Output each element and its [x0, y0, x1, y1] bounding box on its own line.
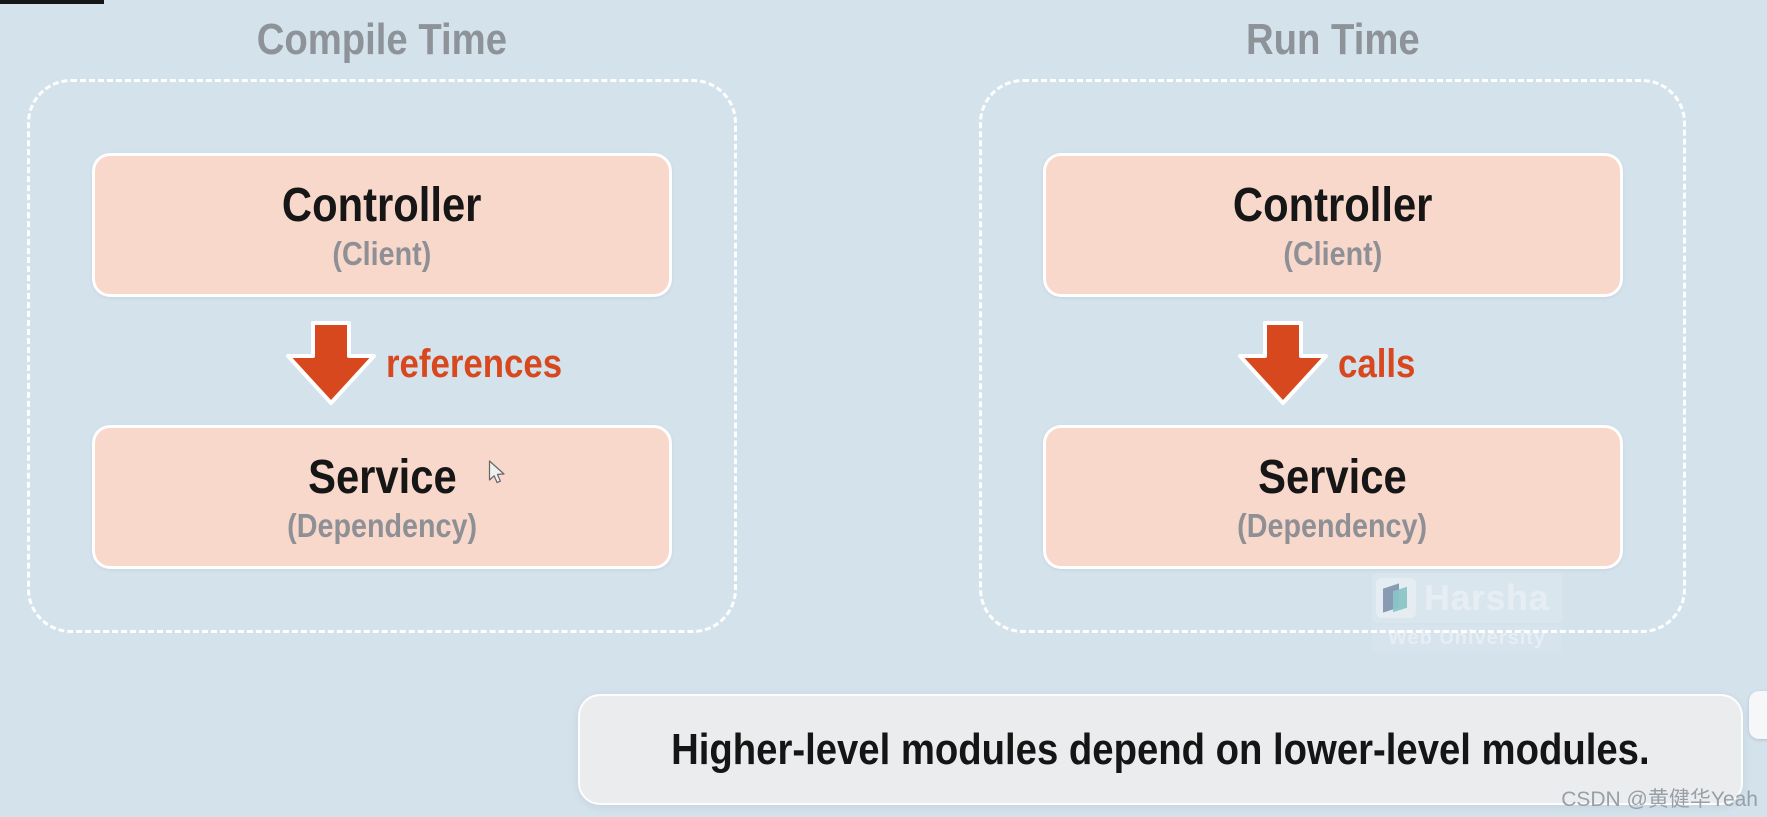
watermark-tagline: Web University	[1372, 625, 1562, 652]
node-title: Service	[1258, 450, 1407, 504]
controller-node: Controller (Client)	[1042, 153, 1623, 297]
caption-bar: Higher-level modules depend on lower-lev…	[578, 694, 1743, 805]
watermark: Harsha Web University	[1372, 573, 1562, 652]
run-time-panel: Run Time Controller (Client) calls Servi…	[979, 14, 1686, 633]
arrow-label: calls	[1338, 342, 1416, 386]
harsha-logo-icon	[1376, 578, 1416, 618]
credit-text: CSDN @黄健华Yeah	[1561, 788, 1758, 811]
down-arrow-icon	[1238, 321, 1328, 405]
node-title: Service	[307, 450, 457, 504]
node-title: Controller	[1232, 178, 1433, 232]
node-subtitle: (Dependency)	[287, 507, 477, 545]
node-subtitle: (Dependency)	[1237, 507, 1428, 545]
service-node: Service (Dependency)	[1042, 425, 1623, 569]
top-left-artifact-bar	[0, 0, 104, 4]
node-title: Controller	[282, 178, 482, 232]
scrollbar-thumb[interactable]	[1749, 691, 1767, 739]
service-node: Service (Dependency)	[92, 425, 672, 569]
compile-time-container: Controller (Client) references Service (…	[27, 79, 737, 633]
caption-text: Higher-level modules depend on lower-lev…	[671, 724, 1650, 774]
watermark-header: Harsha	[1372, 573, 1562, 623]
compile-time-title: Compile Time	[256, 15, 508, 64]
arrow-label: references	[386, 342, 563, 386]
compile-time-panel: Compile Time Controller (Client) referen…	[27, 14, 737, 633]
down-arrow-icon	[286, 321, 376, 405]
controller-node: Controller (Client)	[92, 153, 672, 297]
node-subtitle: (Client)	[332, 235, 432, 273]
run-time-title: Run Time	[1245, 15, 1420, 64]
watermark-brand: Harsha	[1424, 577, 1550, 618]
mouse-cursor-icon	[488, 460, 505, 484]
run-time-container: Controller (Client) calls Service (Depen…	[979, 79, 1686, 633]
node-subtitle: (Client)	[1283, 235, 1382, 273]
